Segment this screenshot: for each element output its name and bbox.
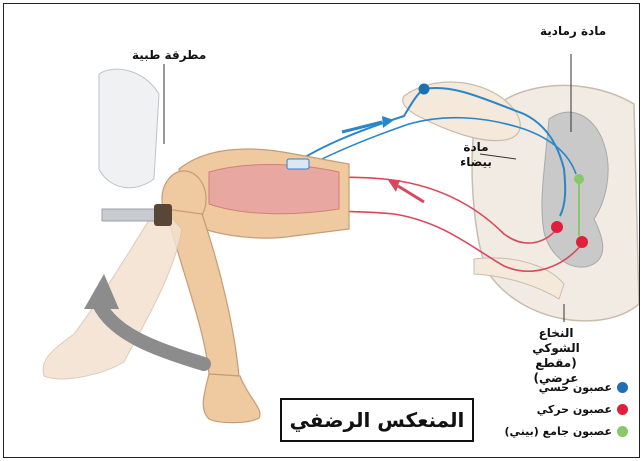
interneuron-body <box>574 174 584 184</box>
hammer-hand <box>99 69 159 188</box>
hammer-head <box>154 204 172 226</box>
diagram-title-box: المنعكس الرضفي <box>280 398 474 442</box>
foot <box>203 374 260 423</box>
sensory-arrow-head <box>382 116 394 128</box>
diagram-title: المنعكس الرضفي <box>290 408 465 432</box>
sensory-dot-icon <box>617 382 628 393</box>
grey-matter-label: مادة رمادية <box>540 24 606 39</box>
interneuron-dot-icon <box>617 426 628 437</box>
hammer-handle <box>102 209 157 221</box>
motor-neuron-body-1 <box>551 221 563 233</box>
legend-label-sensory: عصبون حسي <box>539 381 612 394</box>
motor-neuron-body-2 <box>576 236 588 248</box>
motor-dot-icon <box>617 404 628 415</box>
muscle-receptor <box>287 159 309 169</box>
reflex-hammer-label: مطرقة طبية <box>132 48 206 63</box>
quadriceps-muscle <box>209 165 339 214</box>
diagram-frame: مادة رمادية مادة بيضاء مطرقة طبية النخاع… <box>3 3 640 458</box>
legend-label-interneuron: عصبون جامع (بيني) <box>505 425 612 438</box>
spinal-cord-grey-matter <box>542 112 608 267</box>
legend-label-motor: عصبون حركي <box>537 403 612 416</box>
legend: عصبون حسي عصبون حركي عصبون جامع (بيني) <box>512 376 628 442</box>
legend-item-interneuron: عصبون جامع (بيني) <box>512 420 628 442</box>
white-matter-label: مادة بيضاء <box>456 140 496 170</box>
legend-item-sensory: عصبون حسي <box>512 376 628 398</box>
legend-item-motor: عصبون حركي <box>512 398 628 420</box>
sensory-neuron-body <box>419 84 430 95</box>
motor-arrow <box>398 186 424 202</box>
